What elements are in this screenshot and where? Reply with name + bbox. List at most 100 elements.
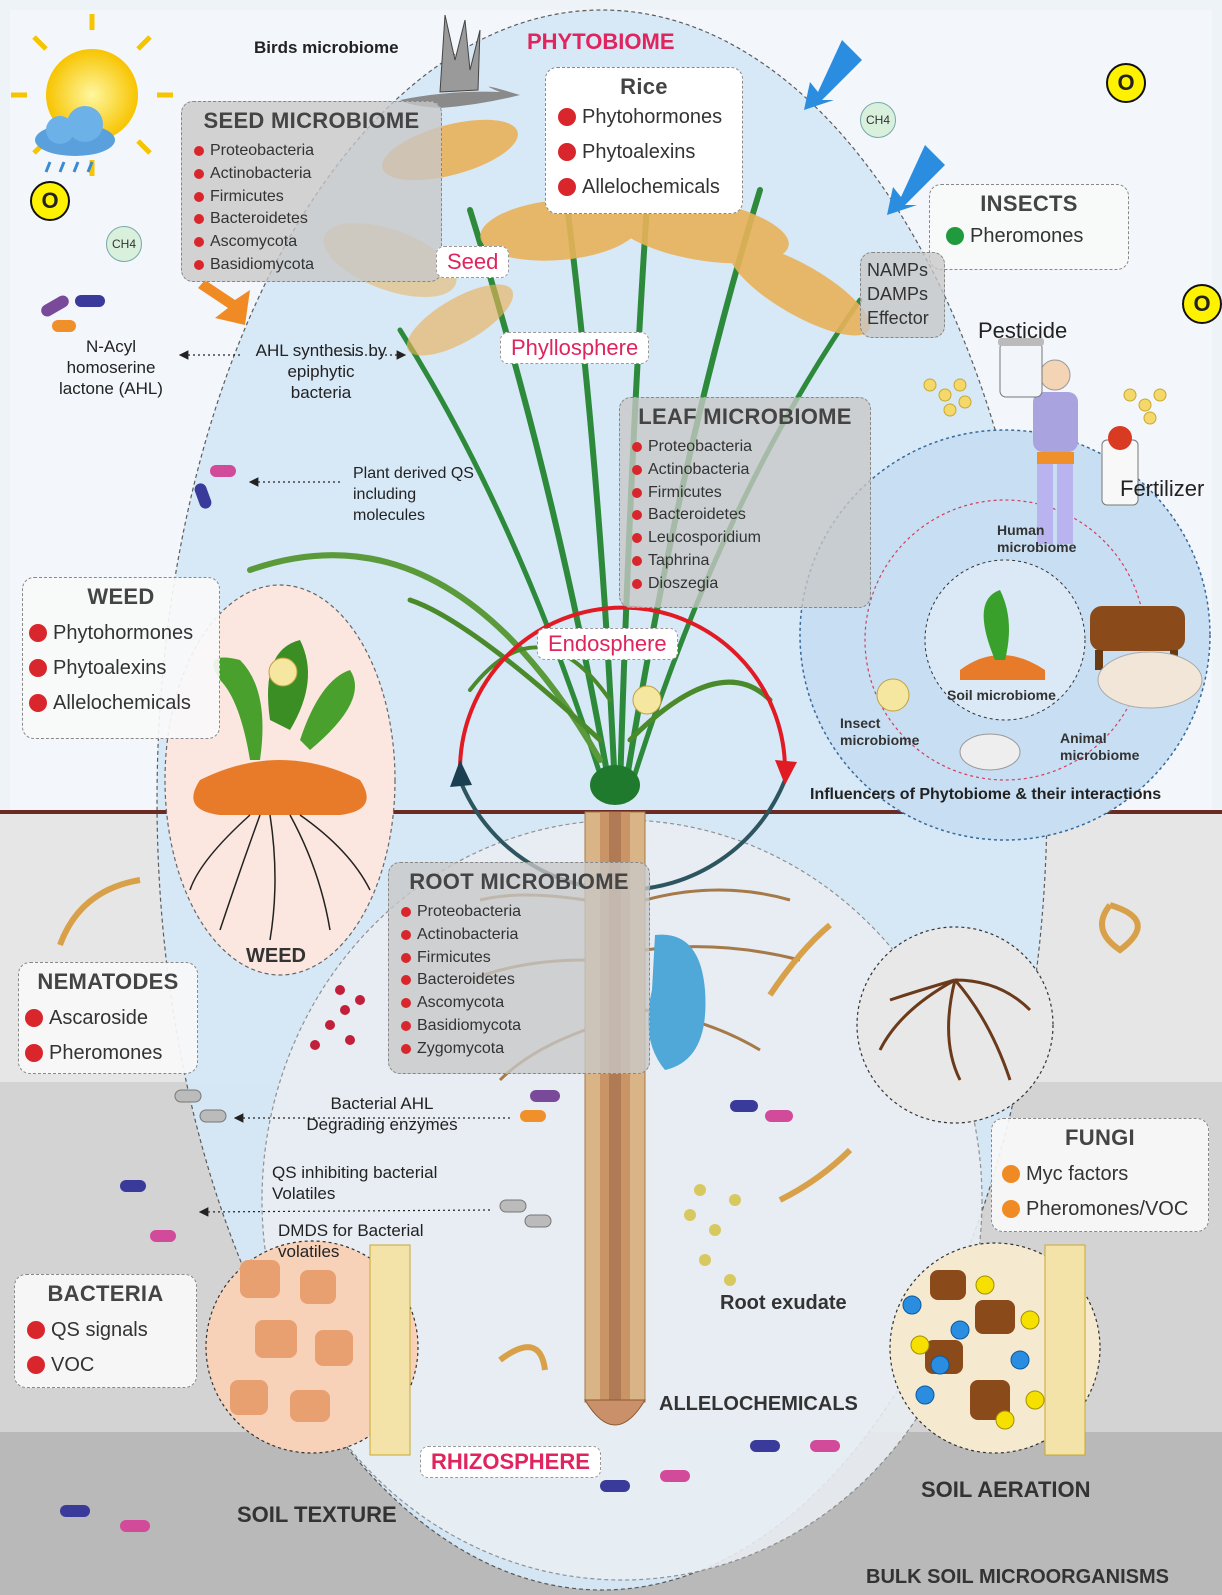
nematodes-list: Ascaroside Pheromones: [19, 1001, 197, 1071]
rice-list: Phytohormones Phytoalexins Allelochemica…: [546, 100, 742, 205]
list-item: Proteobacteria: [632, 436, 870, 459]
list-item: Basidiomycota: [194, 254, 441, 277]
fungi-box: FUNGI Myc factors Pheromones/VOC: [991, 1118, 1209, 1232]
root-microbiome-title: ROOT MICROBIOME: [389, 869, 649, 895]
rice-title: Rice: [546, 74, 742, 100]
insects-box: INSECTS Pheromones: [929, 184, 1129, 270]
list-item: Phytoalexins: [558, 135, 742, 170]
list-item: Firmicutes: [194, 186, 441, 209]
effector-label: Effector: [867, 306, 944, 330]
insects-title: INSECTS: [930, 191, 1128, 217]
list-item: Phytoalexins: [29, 651, 219, 686]
ahl-line-2: homoserine: [48, 357, 174, 378]
list-item: Proteobacteria: [401, 901, 649, 924]
influencers-label: Influencers of Phytobiome & their intera…: [810, 786, 1161, 804]
nematodes-box: NEMATODES Ascaroside Pheromones: [18, 962, 198, 1074]
soil-microbiome-label: Soil microbiome: [947, 687, 1056, 703]
root-exudate-label: Root exudate: [720, 1292, 847, 1315]
ozone-label: O: [1193, 291, 1210, 316]
bacteria-title: BACTERIA: [15, 1281, 196, 1307]
ahl-line-3: lactone (AHL): [48, 378, 174, 399]
leaf-microbiome-box: LEAF MICROBIOME Proteobacteria Actinobac…: [619, 397, 871, 608]
insect-microbiome-label: Insect microbiome: [840, 715, 919, 749]
plant-base: [590, 765, 640, 805]
weed-box: WEED Phytohormones Phytoalexins Alleloch…: [22, 577, 220, 739]
methane-label: CH4: [866, 113, 890, 127]
list-item: Ascomycota: [194, 231, 441, 254]
list-item: Bacteroidetes: [194, 208, 441, 231]
root-microbiome-list: Proteobacteria Actinobacteria Firmicutes…: [389, 901, 649, 1061]
list-item: Bacteroidetes: [632, 504, 870, 527]
list-item: QS signals: [27, 1313, 196, 1348]
leaf-microbiome-list: Proteobacteria Actinobacteria Firmicutes…: [620, 436, 870, 596]
animal-microbiome-line-2: microbiome: [1060, 747, 1139, 764]
list-item: Pheromones/VOC: [1002, 1192, 1208, 1227]
zone-phyllosphere-label: Phyllosphere: [500, 332, 649, 364]
list-item: Proteobacteria: [194, 140, 441, 163]
ozone-label: O: [41, 188, 58, 213]
plant-qs-line-1: Plant derived QS: [353, 463, 474, 484]
soil-aeration-label: SOIL AERATION: [921, 1477, 1091, 1503]
fungi-title: FUNGI: [992, 1125, 1208, 1151]
animal-microbiome-line-1: Animal: [1060, 730, 1139, 747]
signals-box: NAMPs DAMPs Effector: [860, 252, 945, 338]
pesticide-jar-icon: [998, 338, 1044, 397]
list-item: VOC: [27, 1348, 196, 1383]
list-item: Actinobacteria: [194, 163, 441, 186]
root-microbiome-box: ROOT MICROBIOME Proteobacteria Actinobac…: [388, 862, 650, 1074]
ozone-bubble: O: [1182, 284, 1222, 324]
allelochemicals-label: ALLELOCHEMICALS: [659, 1393, 858, 1416]
methane-bubble: CH4: [106, 226, 142, 262]
qs-inhibiting-line-2: Volatiles: [272, 1183, 437, 1204]
ahl-degrading-label: Bacterial AHL Degrading enzymes: [282, 1093, 482, 1135]
list-item: Ascomycota: [401, 992, 649, 1015]
list-item: Ascaroside: [25, 1001, 197, 1036]
rice-box: Rice Phytohormones Phytoalexins Alleloch…: [545, 67, 743, 214]
seed-microbiome-box: SEED MICROBIOME Proteobacteria Actinobac…: [181, 101, 442, 282]
list-item: Basidiomycota: [401, 1015, 649, 1038]
leaf-microbiome-title: LEAF MICROBIOME: [620, 404, 870, 430]
fungi-list: Myc factors Pheromones/VOC: [992, 1157, 1208, 1227]
human-microbiome-line-2: microbiome: [997, 539, 1076, 556]
methane-bubble: CH4: [860, 102, 896, 138]
qs-inhibiting-label: QS inhibiting bacterial Volatiles: [272, 1162, 437, 1204]
list-item: Myc factors: [1002, 1157, 1208, 1192]
insect-microbiome-line-2: microbiome: [840, 732, 919, 749]
qs-inhibiting-line-1: QS inhibiting bacterial: [272, 1162, 437, 1183]
ozone-bubble: O: [1106, 63, 1146, 103]
soil-texture-label: SOIL TEXTURE: [237, 1502, 397, 1528]
bulk-soil-label: BULK SOIL MICROORGANISMS: [866, 1566, 1169, 1589]
weed-bottom-label: WEED: [246, 945, 306, 968]
list-item: Actinobacteria: [632, 459, 870, 482]
list-item: Phytohormones: [558, 100, 742, 135]
list-item: Taphrina: [632, 550, 870, 573]
list-item: Actinobacteria: [401, 924, 649, 947]
ahl-degrading-line-2: Degrading enzymes: [282, 1114, 482, 1135]
animal-microbiome-label: Animal microbiome: [1060, 730, 1139, 764]
list-item: Firmicutes: [632, 482, 870, 505]
bacteria-box: BACTERIA QS signals VOC: [14, 1274, 197, 1388]
nematodes-title: NEMATODES: [19, 969, 197, 995]
plant-qs-line-3: molecules: [353, 505, 474, 526]
zone-endosphere-label: Endosphere: [537, 628, 678, 660]
ahl-line-1: N-Acyl: [48, 336, 174, 357]
ahl-synthesis-line-2: epiphytic: [240, 361, 402, 382]
dmds-label: DMDS for Bacterial volatiles: [278, 1220, 423, 1262]
ahl-label: N-Acyl homoserine lactone (AHL): [48, 336, 174, 399]
bacteria-list: QS signals VOC: [15, 1313, 196, 1383]
zone-rhizosphere-label: RHIZOSPHERE: [420, 1446, 601, 1478]
insects-list: Pheromones: [930, 219, 1128, 254]
seed-microbiome-list: Proteobacteria Actinobacteria Firmicutes…: [182, 140, 441, 277]
birds-microbiome-label: Birds microbiome: [254, 38, 399, 58]
dmds-line-2: volatiles: [278, 1241, 423, 1262]
mouse-icon: [960, 734, 1020, 770]
list-item: Bacteroidetes: [401, 969, 649, 992]
fertilizer-label: Fertilizer: [1120, 476, 1204, 502]
methane-label: CH4: [112, 237, 136, 251]
weed-list: Phytohormones Phytoalexins Allelochemica…: [23, 616, 219, 721]
ahl-synthesis-line-3: bacteria: [240, 382, 402, 403]
list-item: Allelochemicals: [29, 686, 219, 721]
sheep-icon: [1098, 652, 1202, 708]
list-item: Pheromones: [25, 1036, 197, 1071]
